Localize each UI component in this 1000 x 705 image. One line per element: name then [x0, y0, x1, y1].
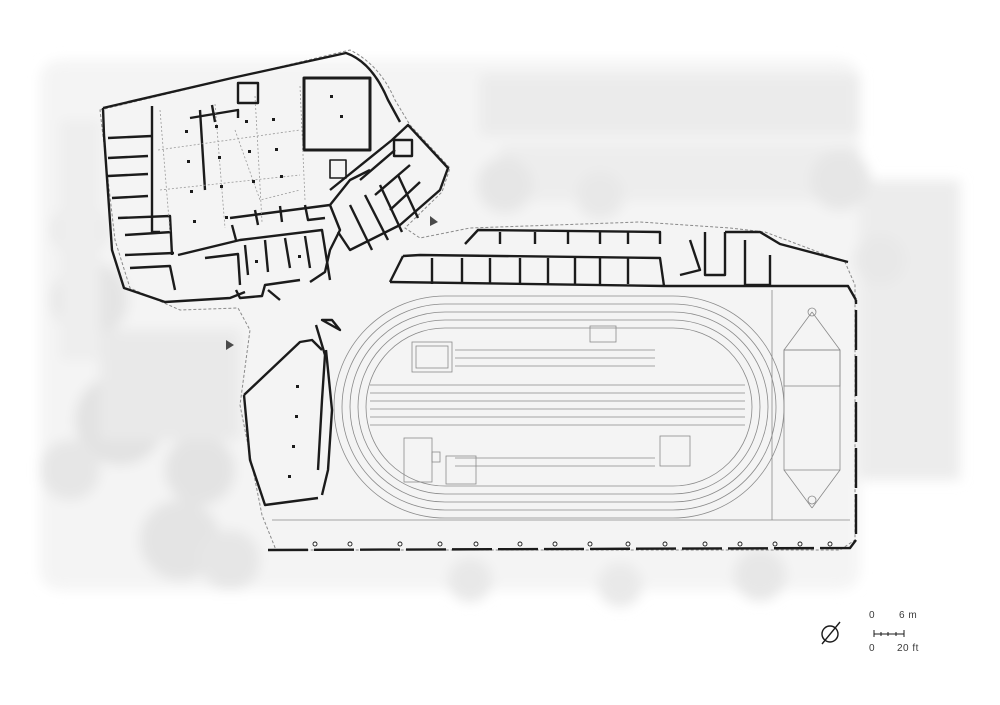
running-track: [333, 295, 785, 519]
scale-metric-value: 6 m: [899, 610, 918, 621]
scale-imperial-value: 20 ft: [897, 643, 919, 654]
south-posts: [312, 541, 833, 547]
angled-wing: [329, 123, 450, 252]
north-block: [101, 51, 402, 304]
sports-hall: [267, 290, 858, 552]
entry-markers: [226, 216, 438, 350]
southwest-block: [242, 289, 342, 507]
scale-bar: [873, 630, 905, 637]
east-court: [783, 307, 841, 509]
north-arrow-icon: [821, 621, 841, 645]
site-context: [40, 60, 960, 607]
north-block-grid: [157, 85, 306, 233]
building-perimeter: [99, 49, 856, 551]
east-strip: [388, 228, 858, 301]
southwest-columns: [288, 385, 299, 478]
scale-imperial-zero: 0: [869, 643, 876, 654]
north-columns: [185, 95, 343, 263]
scale-metric-zero: 0: [869, 610, 876, 621]
